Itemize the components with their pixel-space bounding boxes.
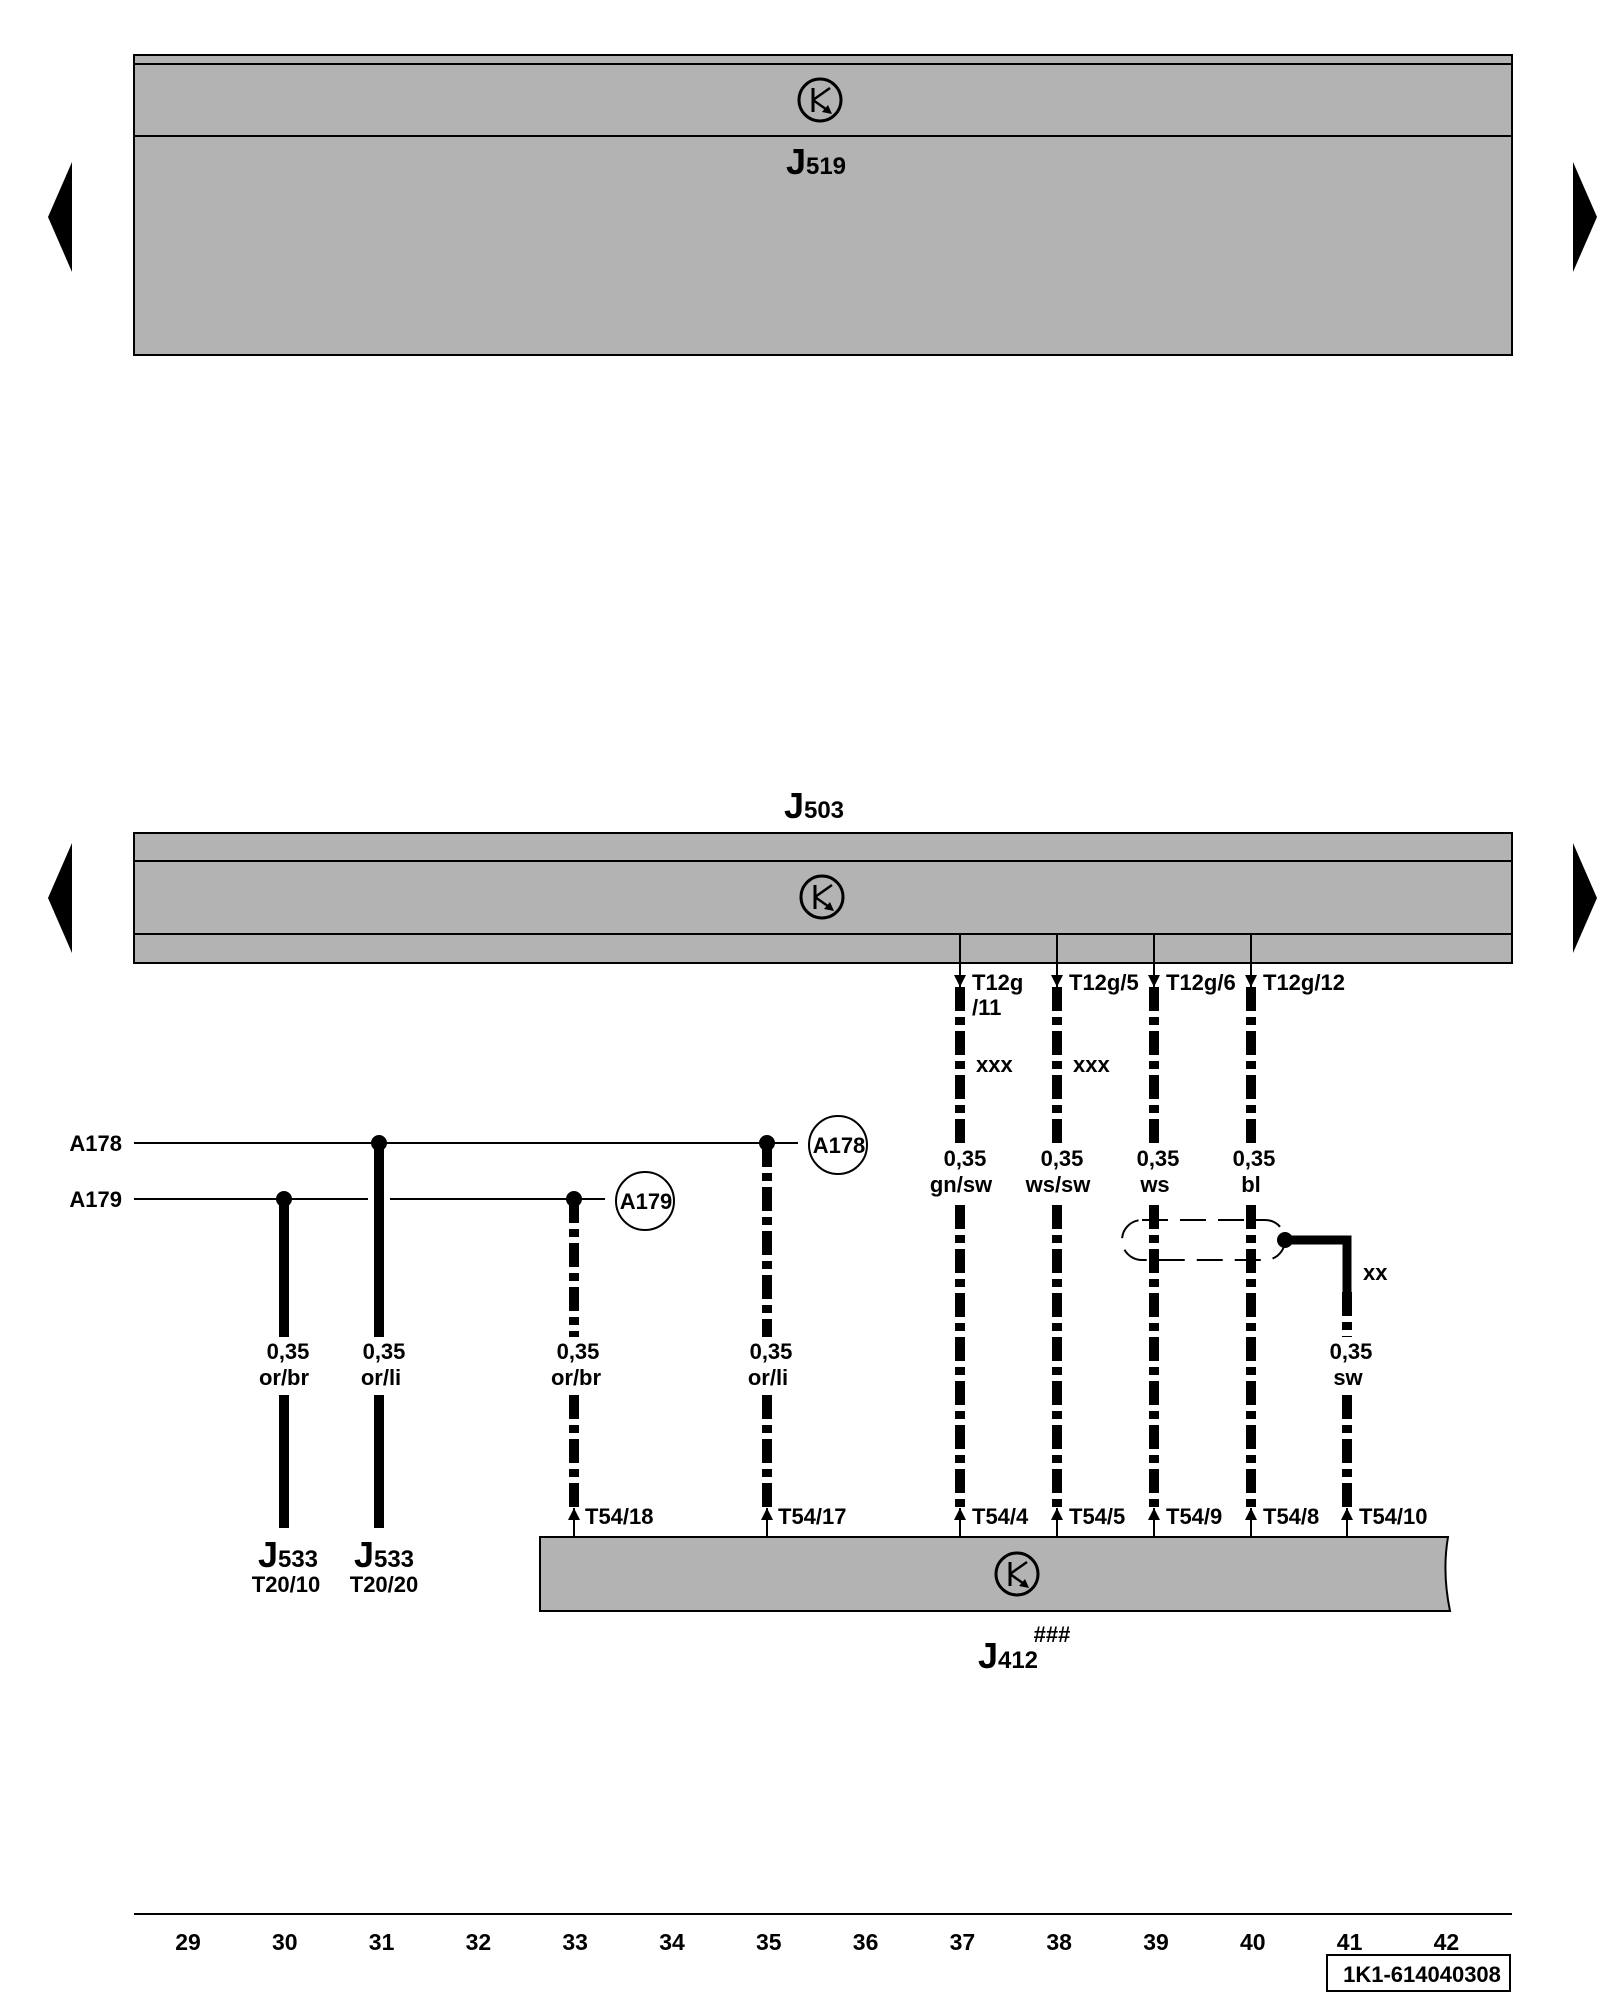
connector-pin-top: T12g/6 (1166, 970, 1236, 995)
wire-size: 0,35 (1330, 1339, 1373, 1364)
wire-size: 0,35 (1233, 1146, 1276, 1171)
connector-pin: T54/8 (1263, 1504, 1319, 1529)
wire-41: xx 0,35 sw T54/10 (1330, 1260, 1428, 1537)
column-number: 36 (853, 1929, 879, 1955)
wire-color: ws/sw (1025, 1172, 1092, 1197)
bus-reference-circle: A179 (620, 1189, 673, 1214)
prev-page-arrow-top[interactable] (48, 162, 72, 272)
wire-37: T12g /11 xxx 0,35 gn/sw T54/4 (930, 934, 1029, 1537)
wire-color: gn/sw (930, 1172, 993, 1197)
module-label-j412: J412 (978, 1635, 1038, 1676)
column-number: 30 (272, 1929, 298, 1955)
connector-pin-top: T12g (972, 970, 1023, 995)
wire-color: or/br (259, 1365, 310, 1390)
wire-40: T12g/12 0,35 bl T54/8 (1233, 934, 1345, 1537)
next-page-arrow-top[interactable] (1573, 162, 1597, 272)
column-number: 41 (1337, 1929, 1363, 1955)
module-j412: J412 ### (539, 1536, 1452, 1676)
column-number: 37 (950, 1929, 976, 1955)
wire-size: 0,35 (1041, 1146, 1084, 1171)
wire-note: xx (1363, 1260, 1388, 1285)
wire-size: 0,35 (1137, 1146, 1180, 1171)
wire-31: 0,35 or/li J533 T20/20 (350, 1135, 419, 1597)
bus-line-a179: A179 (69, 1187, 605, 1212)
transistor-icon (797, 77, 843, 123)
wire-39: T12g/6 0,35 ws T54/9 (1137, 934, 1236, 1537)
wire-size: 0,35 (750, 1339, 793, 1364)
wire-size: 0,35 (944, 1146, 987, 1171)
module-label-j503: J503 (784, 785, 844, 826)
gateway-label-left: J533 (258, 1534, 318, 1575)
diagram-id: 1K1-614040308 (1343, 1962, 1501, 1987)
wire-33: T54/18 0,35 or/br A179 (551, 1171, 675, 1537)
module-footnote-marker: ### (1034, 1622, 1071, 1647)
column-number: 35 (756, 1929, 782, 1955)
column-number: 29 (175, 1929, 201, 1955)
diagram-id-box: 1K1-614040308 (1326, 1954, 1511, 1992)
wire-38: T12g/5 xxx 0,35 ws/sw T54/5 (1025, 934, 1139, 1537)
wire-color: ws (1139, 1172, 1169, 1197)
wire-size: 0,35 (363, 1339, 406, 1364)
column-number: 32 (466, 1929, 492, 1955)
wire-color: or/li (748, 1365, 788, 1390)
column-number: 39 (1143, 1929, 1169, 1955)
column-strip: 29 30 31 32 33 34 35 36 37 38 39 40 41 42 (134, 1913, 1512, 1955)
bus-line-a178: A178 (69, 1131, 798, 1156)
wire-35: T54/17 0,35 or/li A178 (748, 1115, 868, 1537)
connector-pin-top-suffix: /11 (972, 995, 1001, 1020)
connector-pin: T54/9 (1166, 1504, 1222, 1529)
module-j503: J503 (133, 785, 1513, 964)
wire-note: xxx (1073, 1052, 1110, 1077)
module-label-j519: J519 (786, 141, 846, 182)
bus-reference-circle: A178 (813, 1133, 866, 1158)
transistor-icon (799, 874, 845, 920)
column-number: 40 (1240, 1929, 1266, 1955)
gateway-label-right: J533 (354, 1534, 414, 1575)
wire-color: or/br (551, 1365, 602, 1390)
connector-pin: T54/4 (972, 1504, 1029, 1529)
transistor-icon (994, 1551, 1040, 1597)
connector-pin: T54/17 (778, 1504, 847, 1529)
column-number: 38 (1046, 1929, 1072, 1955)
bus-label-a178: A178 (69, 1131, 122, 1156)
wire-size: 0,35 (267, 1339, 310, 1364)
connector-pin: T54/18 (585, 1504, 654, 1529)
gateway-pin-left: T20/10 (252, 1572, 321, 1597)
connector-pin: T54/10 (1359, 1504, 1428, 1529)
wire-size: 0,35 (557, 1339, 600, 1364)
column-number: 34 (659, 1929, 685, 1955)
shield-sleeve (1121, 1219, 1352, 1292)
prev-page-arrow-middle[interactable] (48, 843, 72, 953)
module-j519: J519 (133, 54, 1513, 356)
next-page-arrow-middle[interactable] (1573, 843, 1597, 953)
connector-pin-top: T12g/5 (1069, 970, 1139, 995)
wire-color: bl (1241, 1172, 1261, 1197)
wire-30: 0,35 or/br J533 T20/10 (252, 1191, 321, 1597)
bus-label-a179: A179 (69, 1187, 122, 1212)
connector-pin: T54/5 (1069, 1504, 1125, 1529)
wire-color: sw (1333, 1365, 1363, 1390)
connector-pin-top: T12g/12 (1263, 970, 1345, 995)
wire-note: xxx (976, 1052, 1013, 1077)
column-numbers: 29 30 31 32 33 34 35 36 37 38 39 40 41 42 (175, 1929, 1459, 1955)
column-number: 42 (1434, 1929, 1460, 1955)
column-number: 31 (369, 1929, 395, 1955)
column-number: 33 (562, 1929, 588, 1955)
gateway-pin-right: T20/20 (350, 1572, 419, 1597)
wire-color: or/li (361, 1365, 401, 1390)
